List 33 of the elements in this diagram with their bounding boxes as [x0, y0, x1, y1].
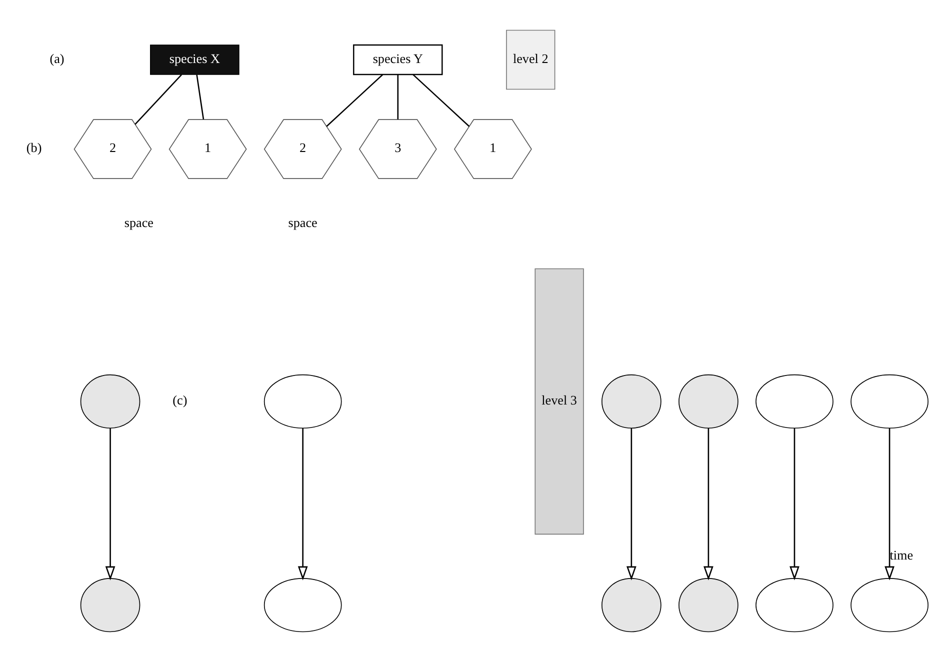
edge-label: time — [890, 547, 914, 562]
node-circle — [264, 374, 342, 429]
node-circle — [602, 374, 662, 429]
node-circle — [264, 578, 342, 632]
node-box: level 3 — [534, 268, 584, 535]
node-circle — [850, 374, 928, 429]
node-box: species Y — [353, 44, 443, 76]
label: space — [124, 214, 154, 230]
arrow — [704, 428, 714, 580]
node-circle — [756, 374, 834, 429]
connector — [326, 74, 384, 127]
node-circle — [756, 578, 834, 632]
arrow — [790, 428, 800, 580]
node-box: species X — [150, 44, 240, 75]
node-box: level 2 — [506, 30, 556, 90]
label: space — [288, 214, 318, 230]
connector — [196, 74, 204, 120]
arrow — [626, 428, 636, 580]
node-circle — [80, 374, 140, 429]
node-circle — [678, 578, 738, 632]
node-circle — [678, 374, 738, 429]
connector — [134, 74, 182, 125]
node-circle — [80, 578, 140, 632]
arrow — [884, 428, 894, 580]
label: (b) — [26, 140, 42, 156]
connector — [412, 74, 470, 127]
connector — [397, 74, 399, 120]
node-circle — [850, 578, 928, 632]
arrow — [105, 428, 116, 580]
arrow — [298, 428, 308, 580]
label: (a) — [50, 50, 64, 66]
node-circle — [602, 578, 662, 632]
label: (c) — [172, 392, 188, 408]
